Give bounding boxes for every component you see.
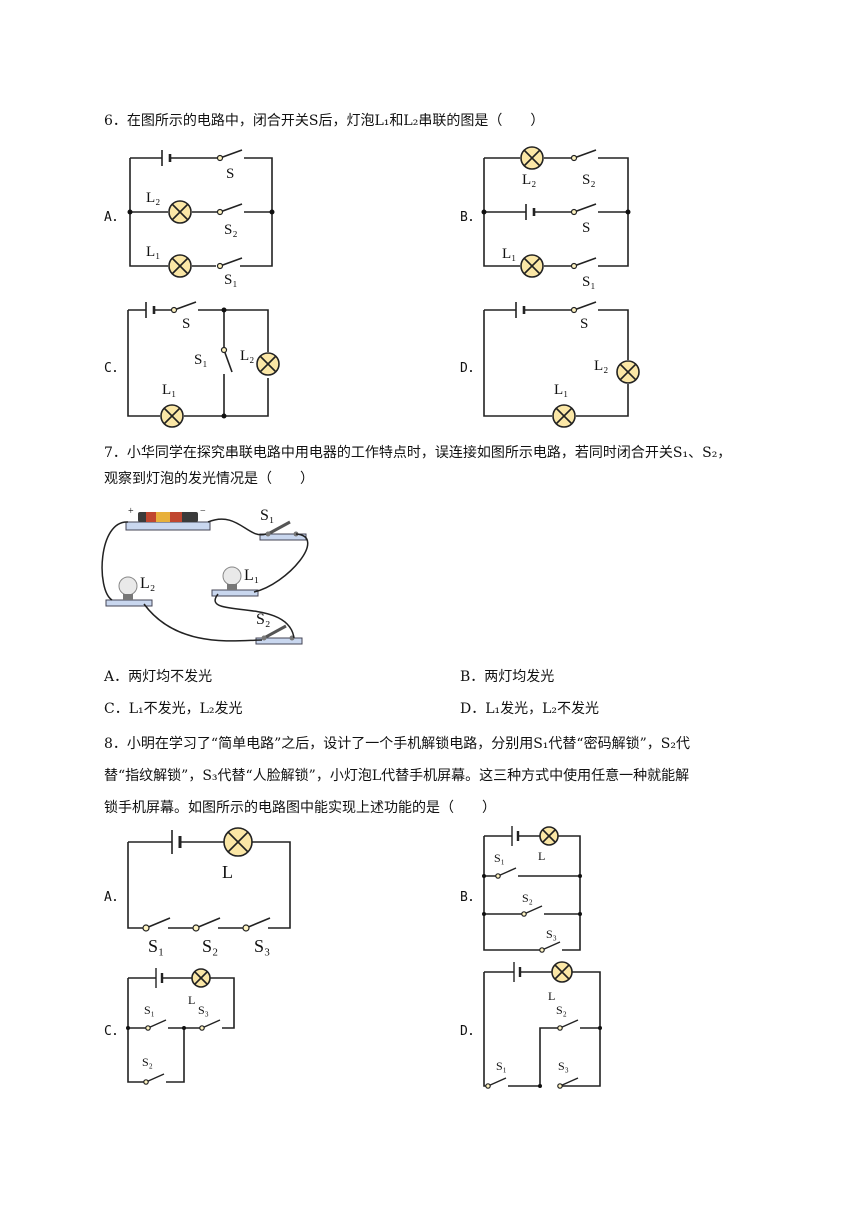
q6-option-b-label: B． <box>460 210 481 225</box>
q6-option-a-label: A． <box>104 210 125 225</box>
q6-stem: 6．在图所示的电路中，闭合开关S后，灯泡L₁和L₂串联的图是（ ） <box>104 113 545 129</box>
q7-answer-b: B．两灯均发光 <box>460 669 555 685</box>
q8b-l-label: L <box>538 849 545 863</box>
q6d-l2-label: L₂ <box>594 358 608 374</box>
q7-physical-circuit: + − S₁ L₂ L₁ S₂ <box>101 506 309 645</box>
q8a-s1-label: S₁ <box>148 936 164 956</box>
q7-l1-label: L₁ <box>244 567 259 584</box>
q8-circuit-d: L S₂ S₁ S₃ <box>483 961 602 1089</box>
q8c-s2-label: S₂ <box>142 1055 153 1069</box>
q7-answer-c: C．L₁不发光，L₂发光 <box>104 701 243 717</box>
q6a-s-label: S <box>226 166 234 182</box>
lamp-icon <box>520 254 544 278</box>
battery-minus-label: − <box>200 506 206 517</box>
q8c-s3-label: S₃ <box>198 1003 209 1017</box>
q6a-s1-label: S₁ <box>224 272 238 288</box>
q6b-l1-label: L₁ <box>502 246 516 262</box>
lamp-icon <box>552 404 576 428</box>
q8c-l-label: L <box>188 993 195 1007</box>
q6c-l1-label: L₁ <box>162 382 176 398</box>
q6a-s2-label: S₂ <box>224 222 238 238</box>
lamp-icon <box>191 968 211 988</box>
q7-answer-a: A．两灯均不发光 <box>104 669 213 685</box>
lamp-icon <box>539 826 559 846</box>
lamp-icon <box>551 961 573 983</box>
q6b-l2-label: L₂ <box>522 172 536 188</box>
q6c-l2-label: L₂ <box>240 348 254 364</box>
q7-s2-label: S₂ <box>256 611 270 628</box>
q6d-s-label: S <box>580 316 588 332</box>
battery-plus-label: + <box>128 506 134 517</box>
q8b-s1-label: S₁ <box>494 851 505 865</box>
q8d-l-label: L <box>548 989 555 1003</box>
q7-stem-line1: 7．小华同学在探究串联电路中用电器的工作特点时，误连接如图所示电路，若同时闭合开… <box>104 445 732 461</box>
q6-circuit-a: S L₂ S₂ L₁ S₁ <box>127 149 275 288</box>
q7-stem-line2: 观察到灯泡的发光情况是（ ） <box>104 471 314 487</box>
q8a-s2-label: S₂ <box>202 936 218 956</box>
q7-l2-label: L₂ <box>140 575 155 592</box>
q8a-s3-label: S₃ <box>254 936 270 956</box>
q6b-s2-label: S₂ <box>582 172 596 188</box>
q8b-s3-label: S₃ <box>546 927 557 941</box>
q6c-s1-label: S₁ <box>194 352 208 368</box>
lamp-icon <box>168 200 192 224</box>
q6a-l1-label: L₁ <box>146 244 160 260</box>
q6b-s1-label: S₁ <box>582 274 596 290</box>
q8-circuit-a: L S₁ S₂ S₃ <box>127 827 291 956</box>
q7-s1-label: S₁ <box>260 507 274 524</box>
q6-circuit-d: S L₂ L₁ <box>483 301 640 428</box>
lamp-icon <box>168 254 192 278</box>
q8b-s2-label: S₂ <box>522 891 533 905</box>
lamp-icon <box>223 827 253 857</box>
q8-option-d-label: D． <box>460 1024 481 1039</box>
q7-answer-d: D．L₁发光，L₂不发光 <box>460 701 600 717</box>
q6d-l1-label: L₁ <box>554 382 568 398</box>
q8d-s3-label: S₃ <box>558 1059 569 1073</box>
q8-circuit-b: L S₁ S₂ S₃ <box>482 826 582 953</box>
q6b-s-label: S <box>582 220 590 236</box>
q6-circuit-b: L₂ S₂ S L₁ S₁ <box>481 146 631 290</box>
q8-option-a-label: A． <box>104 890 125 905</box>
lamp-icon <box>256 352 280 376</box>
q8-stem-line1: 8．小明在学习了“简单电路”之后，设计了一个手机解锁电路，分别用S₁代替“密码解… <box>104 736 690 752</box>
q6c-s-label: S <box>182 316 190 332</box>
q8-circuit-c: L S₁ S₃ S₂ <box>126 968 235 1085</box>
q6-option-d-label: D． <box>460 361 481 376</box>
q6-circuit-c: S S₁ L₂ L₁ <box>127 301 280 428</box>
q8d-s1-label: S₁ <box>496 1059 507 1073</box>
q8d-s2-label: S₂ <box>556 1003 567 1017</box>
q8-option-c-label: C． <box>104 1024 125 1039</box>
q8-option-b-label: B． <box>460 890 481 905</box>
q6a-l2-label: L₂ <box>146 190 160 206</box>
lamp-icon <box>616 360 640 384</box>
lamp-icon <box>160 404 184 428</box>
q8-stem-line3: 锁手机屏幕。如图所示的电路图中能实现上述功能的是（ ） <box>104 800 496 816</box>
q6-option-c-label: C． <box>104 361 125 376</box>
q8-stem-line2: 替“指纹解锁”，S₃代替“人脸解锁”，小灯泡L代替手机屏幕。这三种方式中使用任意… <box>104 768 690 784</box>
q8c-s1-label: S₁ <box>144 1003 155 1017</box>
q8a-l-label: L <box>222 862 233 882</box>
lamp-icon <box>520 146 544 170</box>
